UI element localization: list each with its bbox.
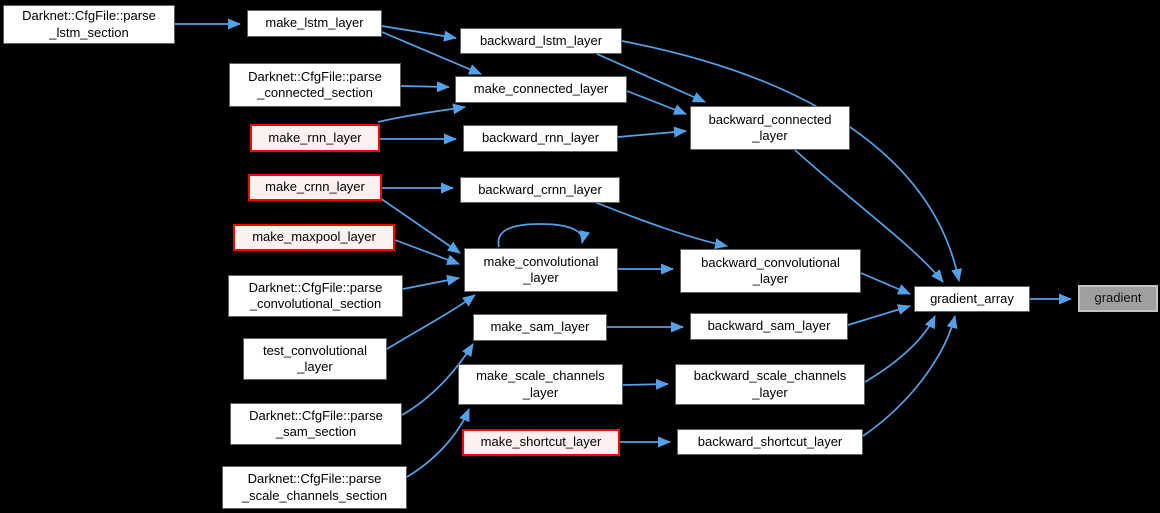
edge-backward-lstm-to-backward-connected bbox=[596, 53, 706, 103]
node-test-convolutional-layer[interactable]: test_convolutional _layer bbox=[243, 338, 387, 380]
edge-backward-shortcut-to-gradient-array bbox=[862, 315, 958, 437]
edge-make-connected-to-backward-connected bbox=[626, 90, 687, 115]
node-backward-convolutional-layer[interactable]: backward_convolutional _layer bbox=[680, 249, 861, 293]
edge-backward-crnn-to-backward-convolutional bbox=[591, 200, 728, 250]
edge-backward-rnn-to-backward-connected bbox=[617, 126, 687, 138]
node-make-shortcut-layer[interactable]: make_shortcut_layer bbox=[462, 429, 620, 456]
node-parse-convolutional-section[interactable]: Darknet::CfgFile::parse _convolutional_s… bbox=[228, 275, 403, 317]
node-backward-crnn-layer[interactable]: backward_crnn_layer bbox=[460, 177, 620, 203]
node-parse-scale-channels-section[interactable]: Darknet::CfgFile::parse _scale_channels_… bbox=[222, 466, 407, 509]
node-make-maxpool-layer[interactable]: make_maxpool_layer bbox=[233, 224, 395, 251]
node-backward-shortcut-layer[interactable]: backward_shortcut_layer bbox=[677, 429, 863, 455]
edge-parse-scale-channels-to-make-scale-channels bbox=[406, 408, 470, 478]
node-gradient: gradient bbox=[1078, 285, 1158, 312]
edge-make-convolutional-self-loop bbox=[497, 223, 591, 248]
node-parse-connected-section[interactable]: Darknet::CfgFile::parse _connected_secti… bbox=[229, 63, 401, 107]
node-make-connected-layer[interactable]: make_connected_layer bbox=[455, 76, 627, 103]
edge-parse-convolutional-to-make-convolutional bbox=[402, 274, 460, 290]
node-make-crnn-layer[interactable]: make_crnn_layer bbox=[248, 174, 382, 201]
edge-test-convolutional-to-make-convolutional bbox=[386, 294, 476, 350]
node-backward-sam-layer[interactable]: backward_sam_layer bbox=[690, 313, 848, 340]
edge-make-crnn-to-make-convolutional bbox=[379, 197, 461, 254]
edge-make-lstm-to-backward-lstm bbox=[381, 25, 457, 42]
edge-backward-lstm-to-gradient-array bbox=[621, 40, 963, 282]
edge-make-maxpool-to-make-convolutional bbox=[394, 239, 460, 265]
node-make-convolutional-layer[interactable]: make_convolutional _layer bbox=[464, 248, 618, 292]
edge-parse-sam-to-make-sam bbox=[401, 343, 474, 416]
node-make-rnn-layer[interactable]: make_rnn_layer bbox=[250, 124, 380, 152]
edge-make-rnn-to-make-connected bbox=[377, 103, 466, 123]
node-make-scale-channels-layer[interactable]: make_scale_channels _layer bbox=[458, 364, 623, 405]
edge-parse-connected-to-make-connected bbox=[400, 81, 450, 93]
node-make-lstm-layer[interactable]: make_lstm_layer bbox=[247, 10, 382, 37]
node-parse-lstm-section[interactable]: Darknet::CfgFile::parse _lstm_section bbox=[3, 5, 175, 44]
node-parse-sam-section[interactable]: Darknet::CfgFile::parse _sam_section bbox=[230, 403, 402, 445]
edge-make-scale-channels-to-backward-scale-channels bbox=[622, 378, 669, 390]
node-backward-scale-channels-layer[interactable]: backward_scale_channels _layer bbox=[675, 364, 865, 405]
edge-backward-sam-to-gradient-array bbox=[847, 304, 911, 326]
node-make-sam-layer[interactable]: make_sam_layer bbox=[473, 314, 607, 341]
edge-backward-convolutional-to-gradient-array bbox=[860, 272, 911, 295]
edge-make-lstm-to-make-connected bbox=[381, 31, 482, 75]
edge-backward-scale-channels-to-gradient-array bbox=[864, 315, 936, 383]
node-backward-rnn-layer[interactable]: backward_rnn_layer bbox=[463, 125, 618, 152]
edge-backward-connected-to-gradient-array bbox=[794, 149, 944, 283]
node-gradient-array[interactable]: gradient_array bbox=[914, 286, 1030, 312]
node-backward-connected-layer[interactable]: backward_connected _layer bbox=[690, 106, 850, 150]
node-backward-lstm-layer[interactable]: backward_lstm_layer bbox=[460, 28, 622, 54]
